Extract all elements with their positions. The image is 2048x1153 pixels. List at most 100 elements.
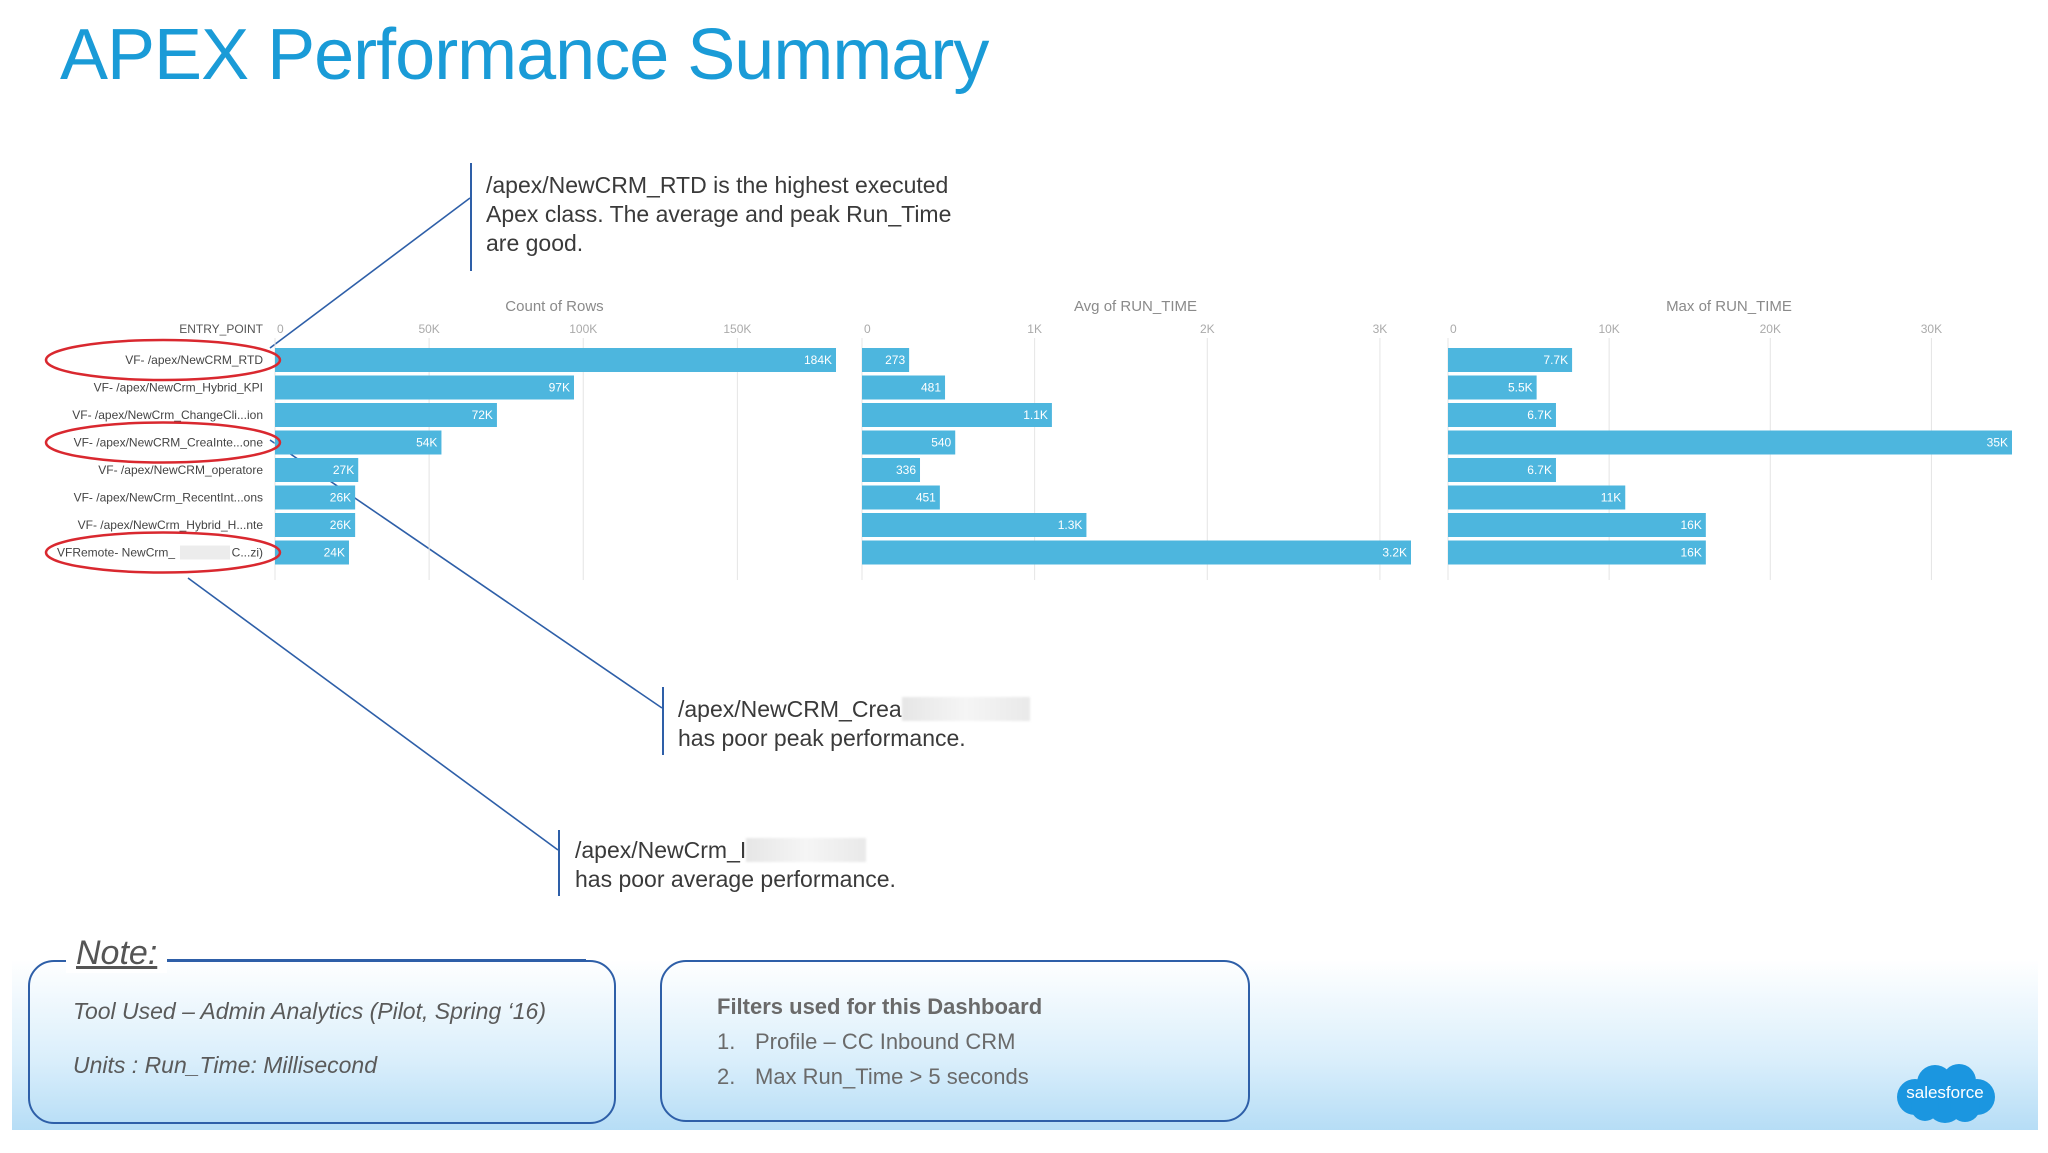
highlight-ellipse: [44, 531, 282, 574]
tick-label: 30K: [1921, 322, 1942, 336]
category-label: VF- /apex/NewCRM_CreaInte...one: [74, 436, 264, 450]
category-label: VF- /apex/NewCRM_operatore: [98, 463, 263, 477]
tick-label: 50K: [418, 322, 439, 336]
tick-label: 1K: [1027, 322, 1042, 336]
callout-1: /apex/NewCRM_RTD is the highest executed…: [486, 171, 1006, 258]
filter-text: Max Run_Time > 5 seconds: [755, 1064, 1029, 1089]
data-label: 97K: [549, 381, 570, 395]
bar: [275, 375, 574, 400]
data-label: 11K: [1601, 491, 1621, 505]
bar: [862, 540, 1411, 565]
callout-2: /apex/NewCRM_Crea has poor peak performa…: [678, 695, 1138, 753]
data-label: 336: [896, 463, 916, 477]
bar: [275, 430, 442, 455]
filter-number: 1.: [717, 1029, 736, 1054]
data-label: 35K: [1987, 436, 2008, 450]
callout-2-line-2: has poor peak performance.: [678, 725, 966, 751]
bar: [862, 348, 910, 372]
bar: [862, 513, 1087, 537]
category-label: VF- /apex/NewCrm_ChangeCli...ion: [72, 408, 263, 422]
callout-leader-line: [269, 197, 471, 349]
salesforce-cloud-icon: [1897, 1064, 1995, 1123]
data-label: 5.5K: [1508, 381, 1533, 395]
bar: [1448, 375, 1537, 400]
note-heading: Note:: [66, 934, 168, 973]
callout-3: /apex/NewCrm_I has poor average performa…: [575, 836, 1035, 894]
redaction-block: [746, 838, 867, 862]
filter-number: 2.: [717, 1064, 736, 1089]
category-label: VFRemote- NewCrm_: [57, 546, 175, 560]
callout-2-line-1: /apex/NewCRM_Crea: [678, 696, 902, 722]
data-label: 184K: [804, 353, 832, 367]
category-label: VF- /apex/NewCrm_Hybrid_H...nte: [78, 518, 264, 532]
bar: [275, 348, 836, 372]
data-label: 540: [931, 436, 951, 450]
panel-title: Avg of RUN_TIME: [1074, 298, 1197, 315]
filter-item: 2. Max Run_Time > 5 seconds: [717, 1064, 1029, 1090]
bar: [862, 375, 946, 400]
bar: [862, 485, 940, 510]
data-label: 7.7K: [1543, 353, 1568, 367]
data-label: 26K: [330, 518, 351, 532]
filter-text: Profile – CC Inbound CRM: [755, 1029, 1016, 1054]
bar: [1448, 403, 1556, 427]
callout-1-line-3: are good.: [486, 230, 584, 256]
bar: [862, 430, 956, 455]
redaction-block: [180, 545, 230, 560]
data-label: 6.7K: [1527, 463, 1552, 477]
data-label: 1.1K: [1023, 408, 1048, 422]
tick-label: 20K: [1760, 322, 1781, 336]
panel-title: Max of RUN_TIME: [1666, 298, 1792, 315]
data-label: 24K: [324, 546, 345, 560]
data-label: 273: [885, 353, 905, 367]
data-label: 451: [916, 491, 936, 505]
bar: [1448, 458, 1556, 482]
bar: [1448, 430, 2012, 455]
data-label: 1.3K: [1058, 518, 1083, 532]
bar: [275, 540, 349, 565]
tick-label: 100K: [569, 322, 597, 336]
data-label: 27K: [333, 463, 354, 477]
bar: [1448, 348, 1573, 372]
data-label: 26K: [330, 491, 351, 505]
category-header: ENTRY_POINT: [179, 322, 263, 336]
tick-label: 0: [1450, 322, 1457, 336]
highlight-ellipse: [44, 338, 282, 382]
tick-label: 10K: [1598, 322, 1619, 336]
data-label: 16K: [1680, 546, 1701, 560]
filters-heading: Filters used for this Dashboard: [717, 994, 1043, 1019]
callout-1-line-2: Apex class. The average and peak Run_Tim…: [486, 201, 952, 227]
tick-label: 3K: [1373, 322, 1388, 336]
callout-3-line-1: /apex/NewCrm_I: [575, 837, 747, 863]
bar: [275, 485, 356, 510]
note-box: [28, 960, 616, 1124]
callout-1-line-1: /apex/NewCRM_RTD is the highest executed: [486, 172, 949, 198]
note-rule: [166, 959, 586, 961]
data-label: 6.7K: [1527, 408, 1552, 422]
panel-title: Count of Rows: [505, 298, 603, 315]
tick-label: 2K: [1200, 322, 1215, 336]
data-label: 481: [921, 381, 941, 395]
callout-3-line-2: has poor average performance.: [575, 866, 896, 892]
bar: [1448, 513, 1706, 537]
tick-label: 0: [277, 322, 284, 336]
footer-gradient: [12, 960, 2038, 1130]
salesforce-logo-text: salesforce: [1906, 1083, 1984, 1102]
filter-item: 1. Profile – CC Inbound CRM: [717, 1029, 1015, 1055]
bar: [275, 403, 497, 427]
bar: [275, 513, 356, 537]
category-label: VF- /apex/NewCrm_Hybrid_KPI: [94, 381, 263, 395]
callout-leader-line: [269, 439, 663, 709]
data-label: 72K: [472, 408, 493, 422]
bar: [862, 403, 1052, 427]
category-label: C...zi): [232, 546, 263, 560]
tick-label: 0: [864, 322, 871, 336]
category-label: VF- /apex/NewCrm_RecentInt...ons: [74, 491, 263, 505]
data-label: 16K: [1680, 518, 1701, 532]
tick-label: 150K: [723, 322, 751, 336]
highlight-ellipse: [44, 421, 282, 464]
callout-3-bar: [558, 830, 560, 896]
filters-box: [660, 960, 1250, 1122]
